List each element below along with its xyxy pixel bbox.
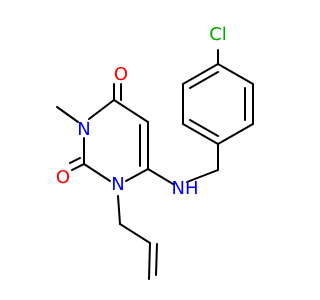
chemical-structure-diagram: Cl O N O N NH — [56, 24, 254, 280]
bond-ch2-nh — [186, 169, 219, 183]
bond-ring-1 — [217, 63, 254, 85]
amine-nh-label: NH — [172, 178, 199, 199]
atom-labels: Cl O N O N NH — [56, 24, 227, 199]
nitrogen-atom-label-n1: N — [111, 174, 124, 195]
bond-lines — [56, 49, 254, 280]
chlorine-atom-label: Cl — [209, 24, 227, 45]
bond-allyl-2 — [148, 242, 151, 280]
bond-ring-4-inner — [189, 119, 219, 137]
bond-c2-o — [71, 163, 85, 171]
bond-n3-methyl — [56, 106, 79, 123]
bond-c5-c4 — [113, 99, 149, 123]
bond-ring-3 — [217, 123, 254, 145]
nitrogen-atom-label-n3: N — [77, 119, 90, 140]
bond-c4-n3 — [88, 99, 115, 120]
bond-c2-o-double — [69, 157, 81, 164]
bond-ring-4 — [182, 123, 219, 145]
bond-ring-6-inner — [189, 71, 219, 89]
bond-allyl-2-double — [155, 243, 158, 276]
bond-allyl-1 — [119, 223, 151, 244]
bond-nh-c6 — [147, 168, 174, 185]
bond-ring-6 — [182, 63, 219, 85]
bond-c2-n1 — [83, 163, 111, 182]
bond-n1-allyl — [117, 195, 121, 225]
oxygen-atom-label-c4: O — [114, 64, 128, 85]
oxygen-atom-label-c2: O — [56, 167, 70, 188]
bond-n1-c6 — [125, 168, 149, 182]
